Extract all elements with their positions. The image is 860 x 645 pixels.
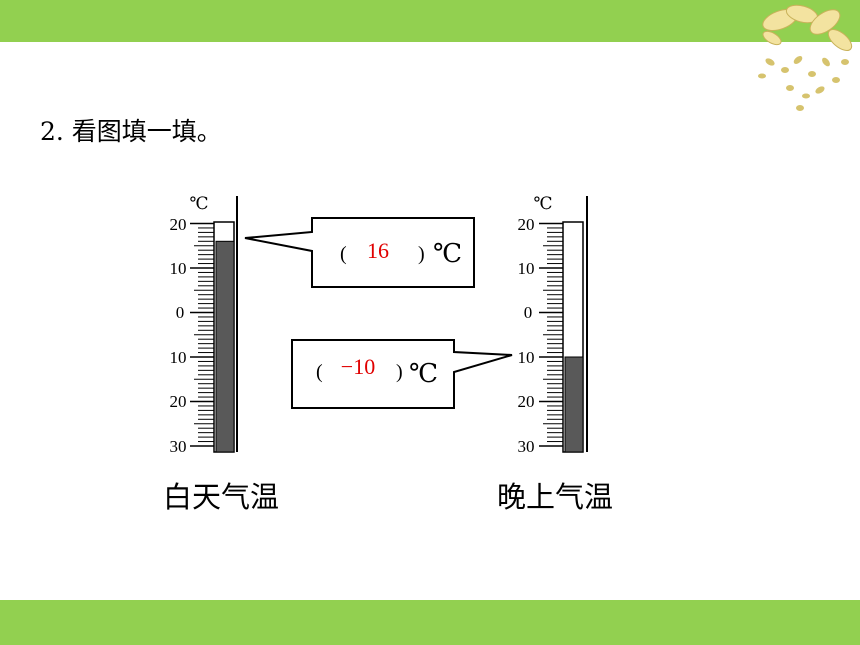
- night-scale-label: 10: [518, 259, 535, 278]
- day-callout-unit: ℃: [433, 239, 462, 268]
- day-mercury-bar: [215, 240, 235, 453]
- night-scale-label: 30: [518, 437, 535, 456]
- bottom-green-band: [0, 600, 860, 645]
- day-scale-label: 30: [170, 437, 187, 456]
- top-green-band: [0, 0, 860, 42]
- day-scale-label: 10: [170, 259, 187, 278]
- question-title: 2. 看图填一填。: [40, 117, 222, 146]
- night-callout-unit: ℃: [409, 359, 438, 388]
- day-callout-box: [244, 217, 475, 288]
- night-bracket-close: ): [396, 361, 403, 383]
- night-answer: −10: [341, 354, 375, 379]
- day-scale-label: 10: [170, 348, 187, 367]
- day-caption: 白天气温: [163, 480, 280, 514]
- night-scale-ticks: [539, 222, 563, 447]
- night-scale-label: 20: [518, 392, 535, 411]
- day-scale-label: 0: [176, 303, 185, 322]
- day-bracket-open: (: [340, 243, 347, 265]
- day-scale-label: 20: [170, 215, 187, 234]
- night-scale-label: 0: [524, 303, 533, 322]
- day-scale-label: 20: [170, 392, 187, 411]
- flower-decoration-icon: [758, 4, 853, 111]
- day-unit-label: ℃: [189, 194, 208, 213]
- night-caption: 晚上气温: [497, 480, 614, 514]
- night-unit-label: ℃: [533, 194, 552, 213]
- day-scale-ticks: [190, 222, 214, 447]
- night-mercury-bar: [564, 356, 584, 453]
- night-callout-box: [291, 339, 513, 409]
- night-scale-label: 10: [518, 348, 535, 367]
- night-bracket-open: (: [316, 361, 323, 383]
- night-scale-label: 20: [518, 215, 535, 234]
- day-answer: 16: [367, 238, 389, 263]
- day-bracket-close: ): [418, 243, 425, 265]
